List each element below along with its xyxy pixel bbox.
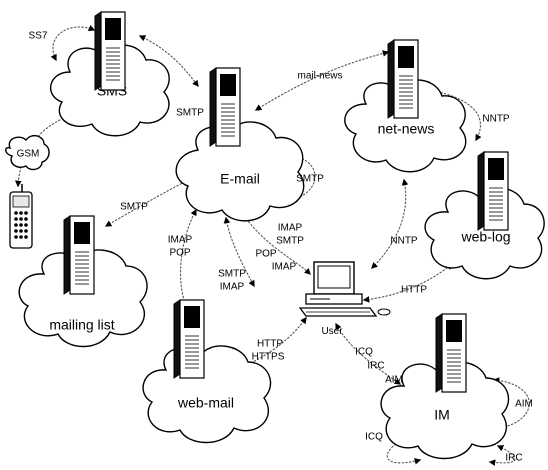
link-sms-email	[138, 35, 199, 88]
label-smtp-mailing: SMTP	[120, 202, 148, 213]
label-gsm: GSM	[17, 149, 40, 160]
cloud-weblog: web-log	[424, 187, 545, 280]
link-user-email-b	[243, 214, 311, 275]
link-mail-news	[254, 50, 390, 111]
cloud-label-mailing-list: mailing list	[49, 317, 114, 333]
mobile-phone-icon	[9, 184, 33, 249]
user-computer-icon: User	[298, 261, 391, 337]
server-icon	[94, 11, 126, 91]
link-user-netnews	[371, 178, 409, 269]
server-icon	[209, 67, 241, 147]
label-http-webmail: HTTP	[257, 339, 283, 350]
cloud-netnews: net-news	[344, 79, 467, 173]
label-aim-loop: AIM	[515, 399, 533, 410]
label-pop-webmail: POP	[169, 248, 190, 259]
cloud-label-webmail: web-mail	[177, 395, 234, 411]
server-icon	[63, 215, 95, 295]
label-smtp-sms: SMTP	[176, 108, 204, 119]
cloud-mailing-list: mailing list	[18, 249, 148, 348]
link-nntp-loop	[428, 87, 482, 142]
label-nntp-loop: NNTP	[482, 114, 510, 125]
label-http-weblog: HTTP	[401, 285, 427, 296]
cloud-label-email: E-mail	[220, 171, 260, 187]
label-irc-user: IRC	[367, 361, 384, 372]
link-ss7	[50, 24, 96, 62]
label-smtp-webmail: SMTP	[218, 269, 246, 280]
label-imap-webmail: IMAP	[168, 235, 193, 246]
cloud-im: IM	[380, 361, 510, 460]
link-email-mailing	[104, 179, 190, 227]
link-email-webmail	[179, 208, 197, 308]
cloud-gsm: GSM	[5, 134, 50, 171]
label-imap-user: IMAP	[278, 223, 303, 234]
link-irc-loop	[488, 445, 516, 466]
label-ss7: SS7	[29, 31, 48, 42]
label-smtp-user: SMTP	[276, 236, 304, 247]
link-user-email-a	[223, 216, 255, 288]
link-user-im	[335, 322, 402, 385]
label-mail-news: mail-news	[297, 71, 342, 82]
label-icq-loop: ICQ	[365, 432, 383, 443]
label-pop-user: POP	[255, 249, 276, 260]
cloud-label-netnews: net-news	[378, 121, 435, 137]
label-nntp-user: NNTP	[390, 236, 418, 247]
label-smtp-loop: SMTP	[296, 174, 324, 185]
server-icon	[173, 299, 205, 379]
label-aim-user: AIM	[385, 375, 403, 386]
label-imap-user2: IMAP	[272, 262, 297, 273]
user-label: User	[321, 326, 343, 337]
cloud-label-weblog: web-log	[460, 229, 510, 245]
link-user-weblog	[362, 263, 454, 303]
cloud-email: E-mail	[175, 121, 305, 222]
label-icq-user: ICQ	[355, 347, 373, 358]
server-icon	[477, 151, 509, 231]
protocol-labels: SS7 SMTP mail-news NNTP SMTP SMTP IMAP P…	[29, 31, 533, 464]
link-aim-loop	[492, 377, 530, 431]
cloud-label-im: IM	[434, 407, 450, 423]
label-imap-webmail2: IMAP	[220, 282, 245, 293]
label-irc-loop: IRC	[505, 453, 522, 464]
server-icon	[435, 313, 467, 393]
server-icon	[387, 39, 419, 119]
label-https-webmail: HTTPS	[252, 352, 285, 363]
